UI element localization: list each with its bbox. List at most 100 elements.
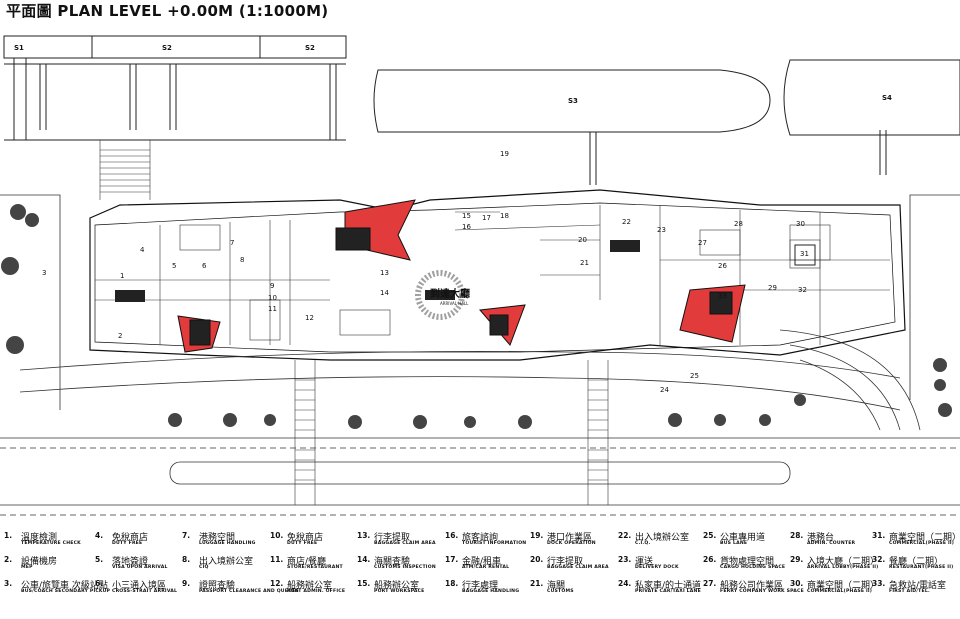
legend-zh: 船務公司作業區 xyxy=(720,581,784,591)
legend-num: 8. xyxy=(182,555,191,564)
zone-19: 19 xyxy=(500,150,509,158)
legend-zh: 證照查驗 xyxy=(199,581,236,591)
legend-zh: 設備機房 xyxy=(21,557,58,567)
zone-5: 5 xyxy=(172,262,176,270)
pier-deck xyxy=(3,35,347,59)
zone-18: 18 xyxy=(500,212,509,220)
zone-10: 10 xyxy=(268,294,277,302)
legend-num: 4. xyxy=(95,531,104,540)
legend-zh: 行李提取 xyxy=(547,557,584,567)
legend-num: 25. xyxy=(703,531,717,540)
zone-28: 28 xyxy=(734,220,743,228)
legend-num: 19. xyxy=(530,531,544,540)
legend-num: 7. xyxy=(182,531,191,540)
zone-22: 22 xyxy=(622,218,631,226)
legend-num: 6. xyxy=(95,579,104,588)
legend-num: 21. xyxy=(530,579,544,588)
legend-num: 15. xyxy=(357,579,371,588)
legend-zh: 私家車/的士通道 xyxy=(635,581,702,591)
legend-en: PASSPORT CLEARANCE AND QUEUES xyxy=(199,589,299,594)
zone-26: 26 xyxy=(718,262,727,270)
legend-zh: 公車專用道 xyxy=(720,533,766,543)
legend-zh: 餐廳（二期） xyxy=(889,557,944,567)
zone-21: 21 xyxy=(580,259,589,267)
legend-num: 27. xyxy=(703,579,717,588)
zone-23: 23 xyxy=(657,226,666,234)
zone-24: 24 xyxy=(660,386,669,394)
legend-en: DUTY FREE xyxy=(112,541,143,546)
legend-num: 23. xyxy=(618,555,632,564)
zone-12: 12 xyxy=(305,314,314,322)
legend-zh: 船務辦公室 xyxy=(374,581,420,591)
zone-15: 15 xyxy=(462,212,471,220)
legend-zh: 急救站/電話室 xyxy=(889,581,947,591)
legend-zh: 商店/餐廳 xyxy=(287,557,327,567)
legend-en: DELIVERY DOCK xyxy=(635,565,679,570)
legend-en: BUS LANE xyxy=(720,541,748,546)
zone-29: 29 xyxy=(768,284,777,292)
legend-en: CIQ xyxy=(199,565,209,570)
zone-4: 4 xyxy=(140,246,145,254)
legend-en: BAGGAGE CLAIM AREA xyxy=(547,565,609,570)
escalators xyxy=(115,240,816,302)
legend-zh: 落地簽證 xyxy=(112,557,149,567)
legend-num: 3. xyxy=(4,579,13,588)
legend-en: RESTAURANT(PHASE II) xyxy=(889,565,954,570)
legend-zh: 運送 xyxy=(635,557,654,567)
gangway-stairs xyxy=(99,140,151,200)
berth-labels: S1 S2 S2 S3 S4 xyxy=(14,44,892,105)
legend-num: 1. xyxy=(4,531,13,540)
berth-label-s2b: S2 xyxy=(305,44,315,52)
zone-11: 11 xyxy=(268,305,277,313)
legend-en: FERRY COMPANY WORK SPACE xyxy=(720,589,804,594)
legend-num: 22. xyxy=(618,531,632,540)
floor-plan: 到達大廳 ARRIVAL HALL S1 xyxy=(0,35,960,516)
zone-8: 8 xyxy=(240,256,244,264)
legend-en: TOURIST INFORMATION xyxy=(462,541,527,546)
legend-num: 33. xyxy=(872,579,886,588)
zone-16: 16 xyxy=(462,223,471,231)
legend-num: 30. xyxy=(790,579,804,588)
legend-zh: 入境大廳（二期） xyxy=(807,557,880,567)
legend-zh: 金融/租車 xyxy=(462,557,502,567)
zebra-crossings xyxy=(294,360,609,505)
berth-label-s3: S3 xyxy=(568,97,578,105)
arrival-hall-sub: ARRIVAL HALL xyxy=(440,301,469,306)
legend-zh: 海關查驗 xyxy=(374,557,411,567)
legend-en: MEP xyxy=(21,565,33,570)
legend-zh: 免稅商店 xyxy=(287,533,324,543)
arrival-hall-label: 到達大廳 xyxy=(430,287,470,300)
legend-zh: 小三通入境區 xyxy=(112,581,167,591)
legend-en: COMMERCIAL(PHASE II) xyxy=(889,541,955,546)
zone-6: 6 xyxy=(202,262,207,270)
legend-en: LUGGAGE HANDLING xyxy=(199,541,256,546)
legend-en: COMMERCIAL(PHASE II) xyxy=(807,589,873,594)
legend-zh: 港務台 xyxy=(807,533,835,543)
legend-zh: 公車/旅覽車 次級站點 xyxy=(21,581,108,591)
zone-33: 33 xyxy=(718,292,727,300)
zone-2: 2 xyxy=(118,332,122,340)
legend-en: PRIVATE CAR/TAXI LANE xyxy=(635,589,701,594)
legend-en: C.I.Q. xyxy=(635,541,651,546)
zone-numbers: 1 2 3 4 5 6 7 8 9 10 11 12 13 14 15 16 1… xyxy=(42,150,809,394)
legend-num: 32. xyxy=(872,555,886,564)
legend-en: BUS/COACH SECONDARY PICKUP xyxy=(21,589,111,594)
legend-zh: 出入境辦公室 xyxy=(635,533,690,543)
legend-num: 18. xyxy=(445,579,459,588)
legend-en: CARGO HOLDING SPACE xyxy=(720,565,786,570)
legend-zh: 免稅商店 xyxy=(112,533,149,543)
legend-zh: 商業空間（二期） xyxy=(889,533,960,543)
zone-31: 31 xyxy=(800,250,809,258)
legend-num: 12. xyxy=(270,579,284,588)
legend-en: PORT WORKSPACE xyxy=(374,589,425,594)
legend-en: STORE/RESTAURANT xyxy=(287,565,343,570)
legend-en: DUTY FREE xyxy=(287,541,318,546)
arrival-hall-pattern xyxy=(415,270,465,320)
zone-32: 32 xyxy=(798,286,807,294)
legend-num: 29. xyxy=(790,555,804,564)
legend-num: 31. xyxy=(872,531,886,540)
legend-en: CUSTOMS INSPECTION xyxy=(374,565,436,570)
trees xyxy=(1,204,952,429)
legend-zh: 行李提取 xyxy=(374,533,411,543)
